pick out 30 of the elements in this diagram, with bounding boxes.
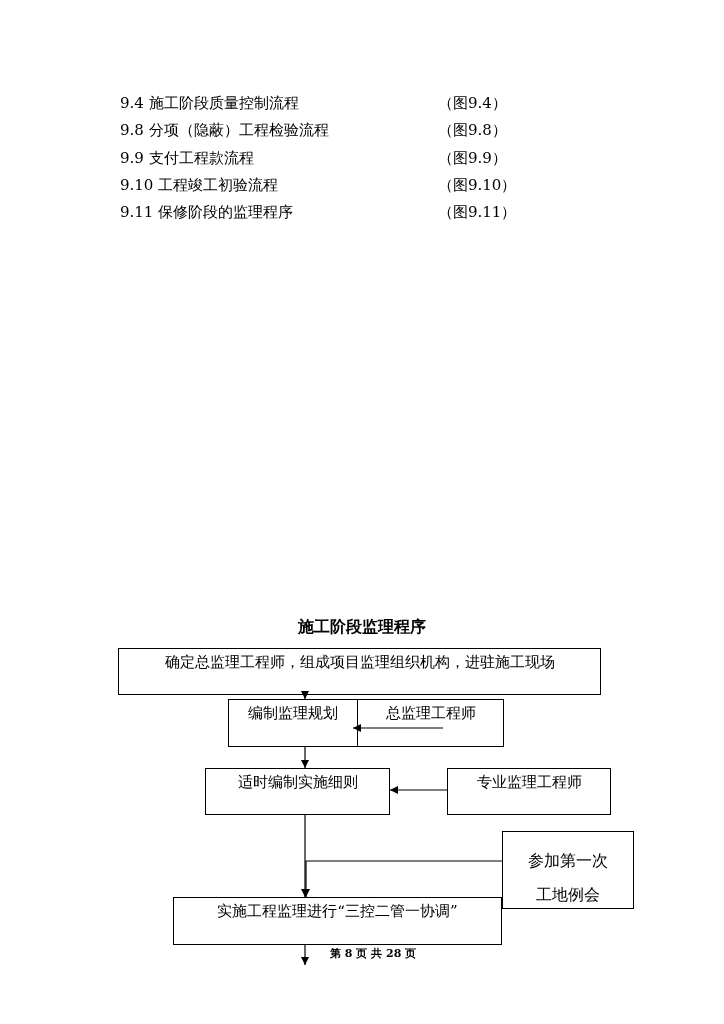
list-item: 9.11 保修阶段的监理程序 (120, 203, 294, 223)
list-item: 9.9 支付工程款流程 (120, 148, 254, 168)
list-item: 9.8 分项（隐蔽）工程检验流程 (120, 121, 329, 141)
diagram-title: 施工阶段监理程序 (297, 617, 427, 638)
process-box (502, 831, 634, 909)
figure-reference: （图9.10） (438, 175, 517, 195)
arrow (300, 690, 310, 700)
box-text: 实施工程监理进行“三控二管一协调” (217, 901, 458, 922)
list-item: 9.4 施工阶段质量控制流程 (120, 94, 299, 113)
box-text: 适时编制实施细则 (237, 772, 358, 793)
arrow (300, 746, 310, 769)
box-text: 总监理工程师 (385, 703, 476, 724)
process-box (447, 768, 611, 815)
box-text: 确定总监理工程师，组成项目监理组织机构，进驻施工现场 (164, 652, 555, 673)
list-item: 9.10 工程竣工初验流程 (120, 175, 279, 195)
process-box (173, 897, 502, 945)
figure-reference: （图9.11） (438, 203, 517, 223)
arrow (300, 944, 310, 966)
figure-reference: （图9.4） (438, 94, 507, 113)
figure-reference: （图9.8） (438, 121, 507, 141)
box-text: 专业监理工程师 (476, 772, 582, 793)
arrow (389, 785, 448, 795)
process-box (205, 768, 390, 815)
box-text: 编制监理规划 (248, 703, 338, 724)
process-box (357, 699, 504, 747)
process-box (118, 648, 601, 695)
process-box (228, 699, 358, 747)
box-text: 参加第一次工地例会 (527, 850, 609, 906)
arrow (352, 723, 444, 733)
figure-reference: （图9.9） (438, 148, 507, 168)
